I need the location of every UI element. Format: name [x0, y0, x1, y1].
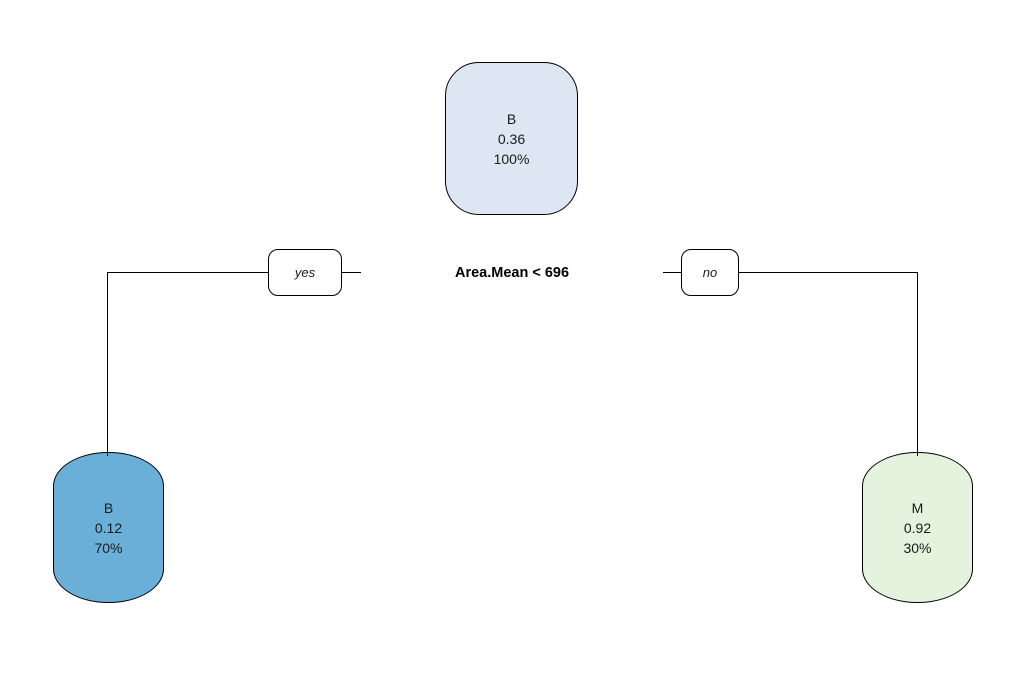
- leaf-right-probability: 0.92: [903, 519, 932, 536]
- branch-label-yes[interactable]: yes: [268, 249, 342, 296]
- root-coverage: 100%: [493, 150, 530, 167]
- root-probability: 0.36: [497, 130, 526, 147]
- leaf-right-class-label: M: [911, 499, 924, 516]
- leaf-left-coverage: 70%: [94, 539, 123, 556]
- branch-label-no-text: no: [702, 265, 718, 280]
- branch-label-no[interactable]: no: [681, 249, 739, 296]
- branch-label-yes-text: yes: [294, 265, 316, 280]
- edge-yes-vertical: [107, 272, 108, 456]
- root-class-label: B: [506, 110, 517, 127]
- leaf-left-class-label: B: [103, 499, 114, 516]
- tree-node-leaf-left[interactable]: B 0.12 70%: [53, 452, 164, 603]
- leaf-right-coverage: 30%: [903, 539, 932, 556]
- leaf-left-probability: 0.12: [94, 519, 123, 536]
- edge-yes-horizontal: [107, 272, 269, 273]
- edge-no-horizontal: [739, 272, 918, 273]
- edge-no-vertical: [917, 272, 918, 456]
- split-condition-label: Area.Mean < 696: [454, 265, 570, 281]
- edge-no-stub: [663, 272, 682, 273]
- edge-yes-stub: [342, 272, 361, 273]
- tree-node-leaf-right[interactable]: M 0.92 30%: [862, 452, 973, 603]
- tree-node-root[interactable]: B 0.36 100%: [445, 62, 578, 215]
